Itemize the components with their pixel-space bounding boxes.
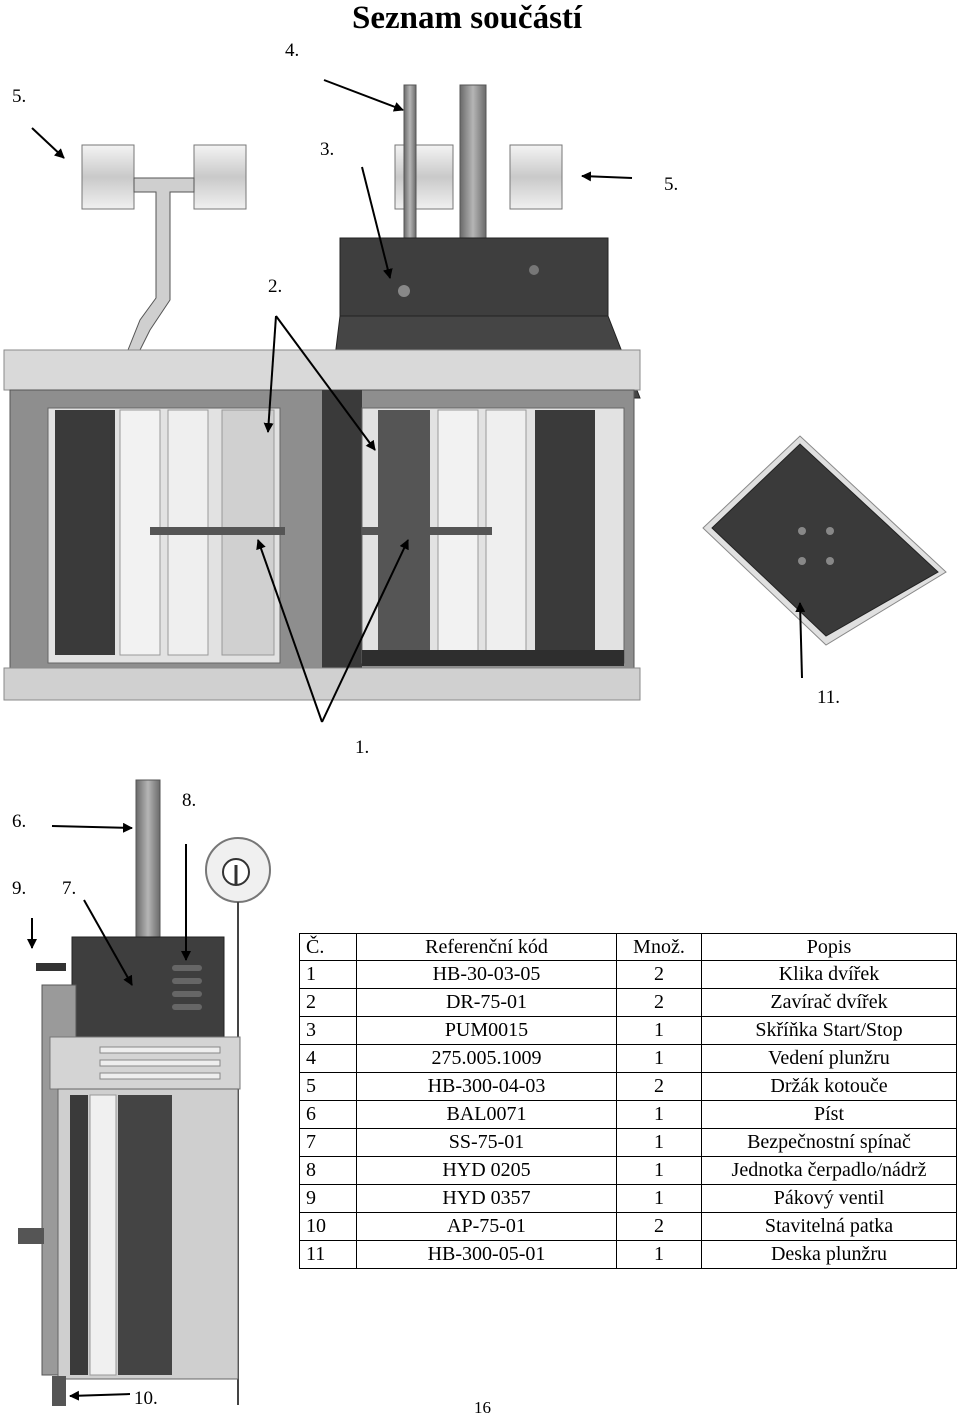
cell-reference-code: BAL0071 <box>356 1100 617 1129</box>
cell-description: Vedení plunžru <box>701 1044 957 1073</box>
table-row: 6 BAL0071 1 Píst <box>299 1100 957 1129</box>
cell-reference-code: HYD 0357 <box>356 1184 617 1213</box>
callout-10: 10. <box>134 1388 158 1409</box>
callout-8: 8. <box>182 790 197 811</box>
cell-reference-code: SS-75-01 <box>356 1128 617 1157</box>
table-row: 8 HYD 0205 1 Jednotka čerpadlo/nádrž <box>299 1156 957 1185</box>
cell-description: Píst <box>701 1100 957 1129</box>
table-row: 3 PUM0015 1 Skříňka Start/Stop <box>299 1016 957 1045</box>
cell-description: Stavitelná patka <box>701 1212 957 1241</box>
cell-number: 5 <box>299 1072 357 1101</box>
cell-description: Klika dvířek <box>701 960 957 989</box>
table-row: 2 DR-75-01 2 Zavírač dvířek <box>299 988 957 1017</box>
table-row: 4 275.005.1009 1 Vedení plunžru <box>299 1044 957 1073</box>
cell-number: 11 <box>299 1240 357 1269</box>
callout-5-right: 5. <box>664 174 679 195</box>
cell-quantity: 2 <box>616 960 702 989</box>
cell-number: 4 <box>299 1044 357 1073</box>
table-header-row: Č. Referenční kód Množ. Popis <box>299 933 957 961</box>
cell-description: Jednotka čerpadlo/nádrž <box>701 1156 957 1185</box>
cell-number: 10 <box>299 1212 357 1241</box>
cell-quantity: 1 <box>616 1128 702 1157</box>
side-view <box>18 779 271 1406</box>
header-quantity: Množ. <box>616 933 702 961</box>
header-number: Č. <box>299 933 357 961</box>
parts-table: Č. Referenční kód Množ. Popis 1 HB-30-03… <box>299 933 957 1269</box>
callout-3: 3. <box>320 139 335 160</box>
cell-reference-code: PUM0015 <box>356 1016 617 1045</box>
cell-reference-code: HB-300-04-03 <box>356 1072 617 1101</box>
cell-quantity: 2 <box>616 988 702 1017</box>
cell-reference-code: HB-300-05-01 <box>356 1240 617 1269</box>
cell-reference-code: HB-30-03-05 <box>356 960 617 989</box>
cell-quantity: 2 <box>616 1212 702 1241</box>
cell-description: Pákový ventil <box>701 1184 957 1213</box>
cell-description: Skříňka Start/Stop <box>701 1016 957 1045</box>
callout-6: 6. <box>12 811 27 832</box>
cell-reference-code: 275.005.1009 <box>356 1044 617 1073</box>
cell-quantity: 1 <box>616 1016 702 1045</box>
page-title: Seznam součástí <box>352 0 583 36</box>
cell-description: Zavírač dvířek <box>701 988 957 1017</box>
callout-7: 7. <box>62 878 77 899</box>
cell-number: 7 <box>299 1128 357 1157</box>
cell-description: Držák kotouče <box>701 1072 957 1101</box>
cell-number: 9 <box>299 1184 357 1213</box>
page-number: 16 <box>474 1398 491 1417</box>
table-row: 1 HB-30-03-05 2 Klika dvířek <box>299 960 957 989</box>
cell-quantity: 1 <box>616 1240 702 1269</box>
cell-quantity: 1 <box>616 1156 702 1185</box>
cell-quantity: 2 <box>616 1072 702 1101</box>
table-row: 7 SS-75-01 1 Bezpečnostní spínač <box>299 1128 957 1157</box>
callout-1: 1. <box>355 737 370 758</box>
cell-number: 6 <box>299 1100 357 1129</box>
cell-reference-code: HYD 0205 <box>356 1156 617 1185</box>
cell-number: 2 <box>299 988 357 1017</box>
cell-number: 8 <box>299 1156 357 1185</box>
callout-arrows <box>27 79 806 1401</box>
cell-quantity: 1 <box>616 1184 702 1213</box>
cell-description: Deska plunžru <box>701 1240 957 1269</box>
cell-description: Bezpečnostní spínač <box>701 1128 957 1157</box>
table-row: 5 HB-300-04-03 2 Držák kotouče <box>299 1072 957 1101</box>
callout-4: 4. <box>285 40 300 61</box>
cell-quantity: 1 <box>616 1100 702 1129</box>
header-description: Popis <box>701 933 957 961</box>
cell-number: 3 <box>299 1016 357 1045</box>
callout-9: 9. <box>12 878 27 899</box>
header-reference-code: Referenční kód <box>356 933 617 961</box>
callout-2: 2. <box>268 276 283 297</box>
cell-reference-code: AP-75-01 <box>356 1212 617 1241</box>
table-row: 11 HB-300-05-01 1 Deska plunžru <box>299 1240 957 1269</box>
callout-5-left: 5. <box>12 86 27 107</box>
cell-quantity: 1 <box>616 1044 702 1073</box>
cell-reference-code: DR-75-01 <box>356 988 617 1017</box>
cell-number: 1 <box>299 960 357 989</box>
callout-11: 11. <box>817 687 841 708</box>
plunger-plate <box>702 435 947 646</box>
table-row: 10 AP-75-01 2 Stavitelná patka <box>299 1212 957 1241</box>
front-view <box>3 84 641 701</box>
table-row: 9 HYD 0357 1 Pákový ventil <box>299 1184 957 1213</box>
